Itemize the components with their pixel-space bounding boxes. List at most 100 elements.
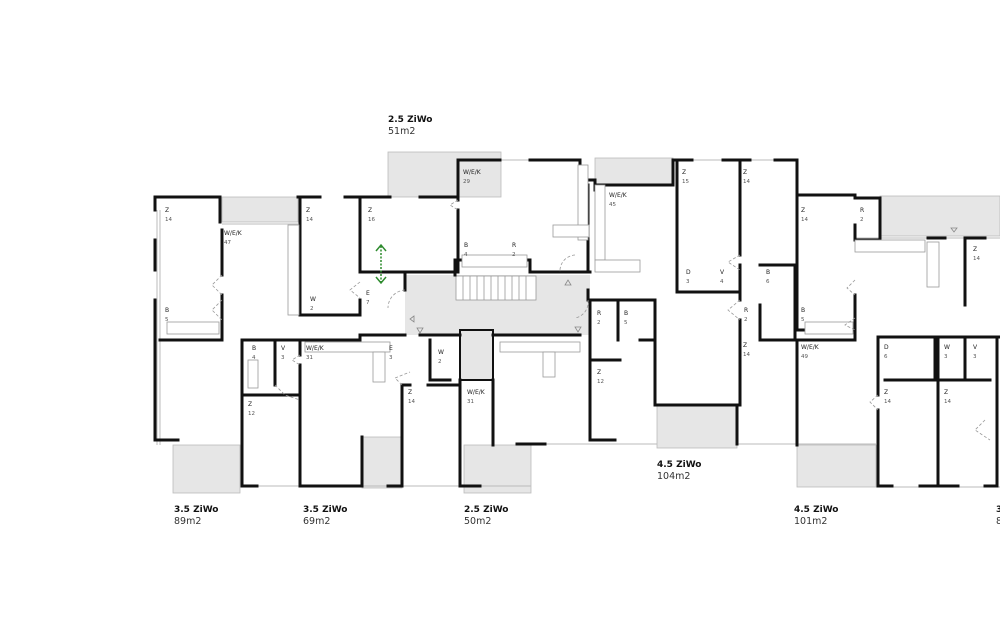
room-label: Z14 <box>973 246 980 262</box>
apartment-type: 4.5 ZiWo <box>657 460 702 470</box>
svg-text:Z: Z <box>884 389 888 396</box>
balcony <box>172 444 241 494</box>
svg-text:31: 31 <box>467 399 474 405</box>
svg-text:W/E/K: W/E/K <box>306 345 325 352</box>
svg-text:B: B <box>624 310 628 317</box>
svg-text:V: V <box>720 269 725 276</box>
apartment-area: 89m2 <box>174 516 202 527</box>
kitchen-counter <box>287 224 300 316</box>
svg-text:W/E/K: W/E/K <box>801 344 820 351</box>
svg-text:Z: Z <box>306 207 310 214</box>
svg-text:6: 6 <box>766 279 770 285</box>
svg-text:29: 29 <box>463 179 470 185</box>
svg-text:R: R <box>597 310 601 317</box>
svg-text:49: 49 <box>801 354 808 360</box>
svg-text:Z: Z <box>801 207 805 214</box>
apartment-area: 50m2 <box>464 516 492 527</box>
bathroom-fixtures <box>247 359 259 389</box>
room-label: B4 <box>464 242 468 258</box>
room-label: R2 <box>860 207 864 223</box>
svg-text:Z: Z <box>248 401 252 408</box>
svg-text:3: 3 <box>686 279 690 285</box>
balcony <box>796 444 877 488</box>
room-label: Z14 <box>165 207 172 223</box>
fixtures <box>166 164 940 389</box>
balconies <box>172 151 1000 494</box>
room-label: Z14 <box>801 207 808 223</box>
room-label: W/E/K 49 <box>801 344 820 360</box>
doors <box>211 199 991 441</box>
room-label: Z 12 <box>597 369 604 385</box>
room-label: E3 <box>389 345 393 361</box>
svg-text:5: 5 <box>801 317 805 323</box>
room-label: Z16 <box>368 207 375 223</box>
apartment-type: 3 <box>996 505 1000 515</box>
room-label: B5 <box>165 307 169 323</box>
room-label: Z 14 <box>408 389 415 405</box>
kitchen-island <box>594 259 641 273</box>
room-label: R2 <box>744 307 748 323</box>
room-label: W/E/K31 <box>306 345 325 361</box>
svg-text:V: V <box>281 345 286 352</box>
svg-text:3: 3 <box>944 354 948 360</box>
svg-text:Z: Z <box>368 207 372 214</box>
balcony <box>879 195 1000 237</box>
svg-text:2: 2 <box>744 317 748 323</box>
kitchen-counter <box>577 164 589 241</box>
room-label: V3 <box>973 344 978 360</box>
room-label: Z14 <box>743 169 750 185</box>
svg-text:D: D <box>686 269 691 276</box>
svg-text:Z: Z <box>597 369 601 376</box>
svg-text:12: 12 <box>597 379 604 385</box>
svg-text:5: 5 <box>165 317 169 323</box>
kitchen-island <box>542 351 556 378</box>
apartment-area: 101m2 <box>794 516 828 527</box>
svg-text:15: 15 <box>682 179 689 185</box>
svg-text:Z: Z <box>408 389 412 396</box>
kitchen-counter <box>304 341 391 353</box>
svg-text:W: W <box>310 296 316 303</box>
apartment-area: 69m2 <box>303 516 331 527</box>
room-label: W2 <box>310 296 316 312</box>
svg-text:B: B <box>165 307 169 314</box>
svg-text:2: 2 <box>512 252 516 258</box>
room-label: B5 <box>801 307 805 323</box>
apartment-type: 4.5 ZiWo <box>794 505 839 515</box>
bathroom-fixtures <box>166 321 220 335</box>
svg-text:14: 14 <box>884 399 891 405</box>
direction-markers <box>409 227 958 334</box>
apartment-area: 104m2 <box>657 471 691 482</box>
svg-text:12: 12 <box>248 411 255 417</box>
room-label: V4 <box>720 269 725 285</box>
room-label: W/E/K29 <box>463 169 482 185</box>
balcony <box>221 196 299 223</box>
elevator[interactable] <box>459 329 494 381</box>
room-label: Z 14 <box>306 207 313 223</box>
svg-text:Z: Z <box>743 342 747 349</box>
svg-text:14: 14 <box>165 217 172 223</box>
balcony <box>594 157 674 186</box>
bathroom-fixtures <box>804 321 854 335</box>
apartment-type: 2.5 ZiWo <box>464 505 509 515</box>
apartment-type: 3.5 ZiWo <box>303 505 348 515</box>
room-label: E7 <box>366 290 370 306</box>
svg-text:3: 3 <box>389 355 393 361</box>
svg-text:W: W <box>944 344 950 351</box>
svg-text:R: R <box>744 307 748 314</box>
balcony <box>361 436 403 489</box>
svg-text:R: R <box>860 207 864 214</box>
svg-text:3: 3 <box>973 354 977 360</box>
svg-text:2: 2 <box>310 306 314 312</box>
room-label: V3 <box>281 345 286 361</box>
svg-text:Z: Z <box>944 389 948 396</box>
svg-text:14: 14 <box>306 217 313 223</box>
svg-text:14: 14 <box>408 399 415 405</box>
svg-text:6: 6 <box>884 354 888 360</box>
